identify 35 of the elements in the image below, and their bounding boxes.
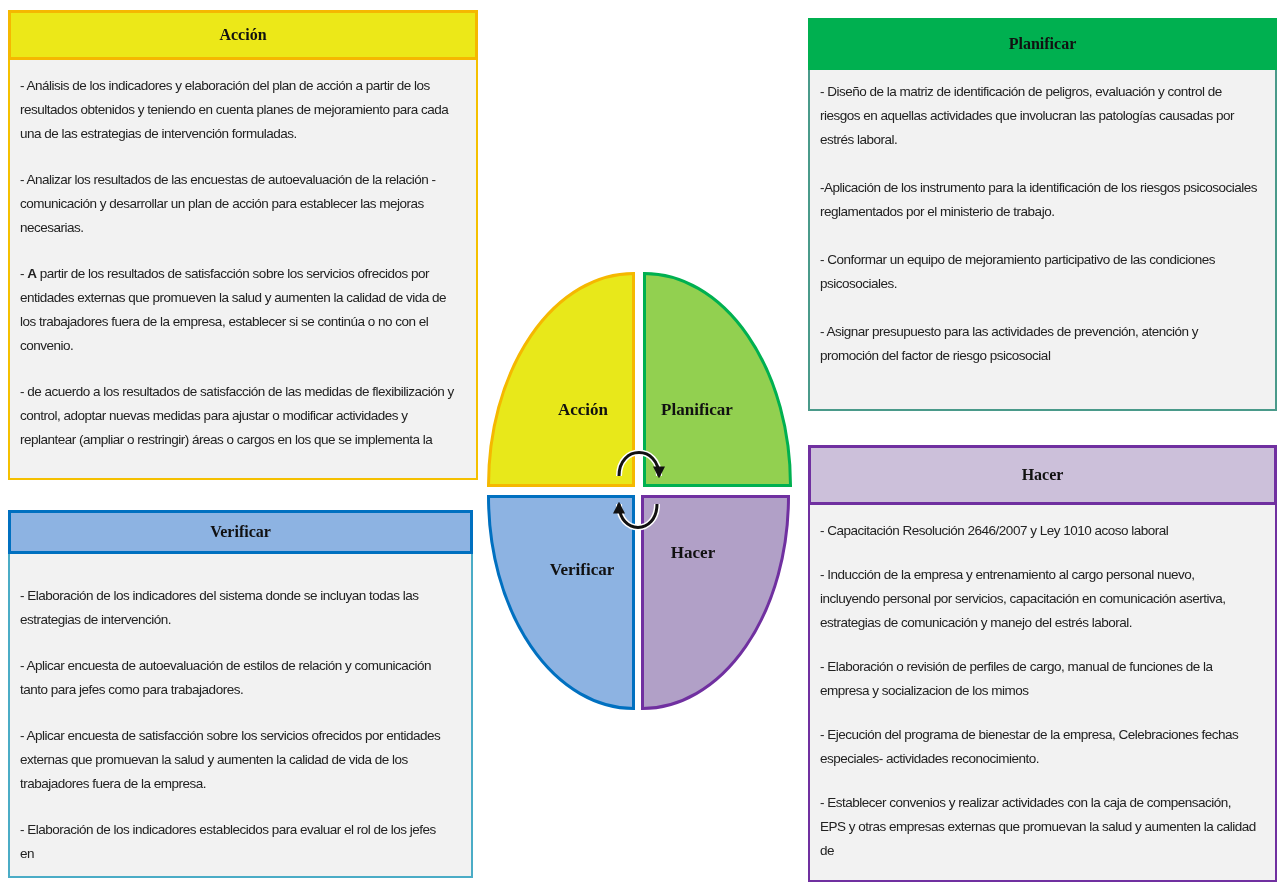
body-paragraph: - Establecer convenios y realizar actividades con la caja de compensación, EPS y otras empresas externas que promuevan la salud y aumenten la calidad de	[820, 794, 1257, 860]
quadrant-segment	[643, 272, 792, 487]
body-paragraph: - Asignar presupuesto para las actividades de prevención, atención y promoción del factor de riesgo psicosocial	[820, 323, 1200, 365]
quadrant-segment	[487, 495, 635, 710]
quadrant-label: Hacer	[670, 543, 716, 563]
body-paragraph: - Aplicar encuesta de satisfacción sobre los servicios ofrecidos por entidades externas que promuevan la salud y aumenten la calidad de vida de los trabajadores fuera de la empresa.	[20, 727, 442, 793]
quadrant-segment	[641, 495, 790, 710]
panel-heading: Verificar	[8, 510, 473, 554]
info-panel	[8, 510, 473, 878]
body-paragraph: - Diseño de la matriz de identificación de peligros, evaluación y control de riesgos en aquellas actividades que involucran las patologías causadas por estrés laboral.	[820, 83, 1236, 149]
quadrant-segment	[487, 272, 635, 487]
panel-heading: Hacer	[808, 445, 1277, 505]
body-paragraph: - Aplicar encuesta de autoevaluación de estilos de relación y comunicación tanto para jefes como para trabajadores.	[20, 657, 433, 699]
quadrant-label: Acción	[558, 400, 608, 420]
body-paragraph: - A partir de los resultados de satisfacción sobre los servicios ofrecidos por entidades externas que promueven la salud y aumenten la calidad de vida de los trabajadores fuera de la empresa, establecer si se continúa o no con el convenio.	[20, 265, 448, 355]
cycle-arrow	[614, 501, 659, 529]
cycle-arrow	[617, 451, 664, 479]
body-paragraph: - Elaboración de los indicadores del sistema donde se incluyan todas las estrategias de intervención.	[20, 587, 420, 629]
body-paragraph: - Capacitación Resolución 2646/2007 y Ley 1010 acoso laboral	[820, 522, 1170, 540]
quadrant-label: Verificar	[549, 560, 615, 580]
body-paragraph: - de acuerdo a los resultados de satisfacción de las medidas de flexibilización y control, adoptar nuevas medidas para ajustar o modificar actividades y replantear (ampliar o restringir) áreas o cargos en los que se implementa la	[20, 383, 455, 449]
info-panel	[808, 445, 1277, 882]
info-panel	[808, 18, 1277, 411]
body-paragraph: - Ejecución del programa de bienestar de la empresa, Celebraciones fechas especiales- actividades reconocimiento.	[820, 726, 1240, 768]
info-panel	[8, 10, 478, 480]
body-paragraph: - Inducción de la empresa y entrenamiento al cargo personal nuevo, incluyendo personal por servicios, capacitación en comunicación asertiva, estrategias de comunicación y manejo del estrés laboral.	[820, 566, 1227, 632]
panel-heading: Acción	[8, 10, 478, 60]
body-paragraph: - Elaboración de los indicadores establecidos para evaluar el rol de los jefes en	[20, 821, 437, 863]
body-paragraph: - Analizar los resultados de las encuestas de autoevaluación de la relación - comunicación y desarrollar un plan de acción para establecer las mejoras necesarias.	[20, 171, 437, 237]
body-paragraph: - Elaboración o revisión de perfiles de cargo, manual de funciones de la empresa y socializacion de los mimos	[820, 658, 1214, 700]
quadrant-label: Planificar	[661, 400, 733, 420]
panel-heading: Planificar	[808, 18, 1277, 70]
body-paragraph: - Conformar un equipo de mejoramiento participativo de las condiciones psicosociales.	[820, 251, 1216, 293]
body-paragraph: -Aplicación de los instrumento para la identificación de los riesgos psicosociales reglamentados por el ministerio de trabajo.	[820, 179, 1257, 221]
body-paragraph: - Análisis de los indicadores y elaboración del plan de acción a partir de los resultados obtenidos y teniendo en cuenta planes de mejoramiento para cada una de las estrategias de intervención formuladas.	[20, 77, 450, 143]
